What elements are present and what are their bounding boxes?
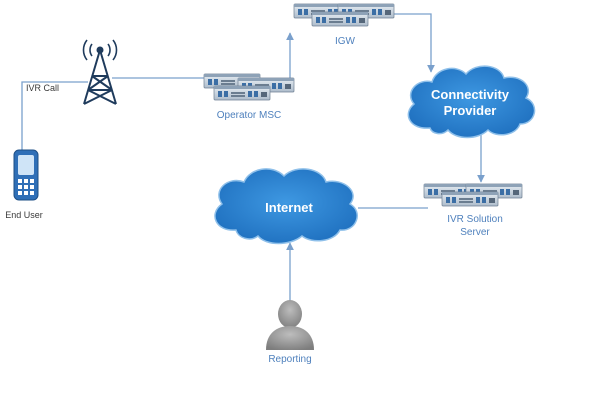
ivr-server-label-line1: IVR Solution xyxy=(447,214,503,225)
edge-msc-to-igw xyxy=(262,32,294,83)
cloud-icon xyxy=(407,65,536,139)
operator-msc-label: Operator MSC xyxy=(217,110,281,121)
ivr-server-label-line2: Server xyxy=(460,227,490,238)
server-rack-icon xyxy=(293,3,395,27)
edge-phone-to-tower xyxy=(21,81,88,150)
igw-label: IGW xyxy=(335,36,356,47)
internet-label: Internet xyxy=(265,200,313,215)
user-silhouette-icon xyxy=(266,300,314,350)
connectivity-provider-node: Connectivity Provider xyxy=(407,65,536,139)
mobile-phone-icon xyxy=(13,149,39,201)
end-user-node: End User xyxy=(5,149,43,220)
ivr-call-label: IVR Call xyxy=(26,83,59,93)
internet-node: Internet xyxy=(214,168,358,245)
cloud-icon xyxy=(214,168,358,245)
server-rack-icon xyxy=(423,183,523,207)
connectivity-provider-label-line1: Connectivity xyxy=(431,87,510,102)
operator-msc-node: Operator MSC xyxy=(203,73,295,121)
ivr-server-node: IVR Solution Server xyxy=(423,183,523,238)
connectivity-provider-label-line2: Provider xyxy=(444,103,497,118)
cell-tower-icon xyxy=(82,39,118,105)
igw-server-node: IGW xyxy=(293,3,395,47)
edge-igw-to-provider xyxy=(394,13,435,73)
reporting-label: Reporting xyxy=(268,354,311,365)
reporting-node: Reporting xyxy=(266,300,314,365)
end-user-label: End User xyxy=(5,210,43,220)
connections xyxy=(21,13,485,318)
server-rack-icon xyxy=(203,73,295,101)
